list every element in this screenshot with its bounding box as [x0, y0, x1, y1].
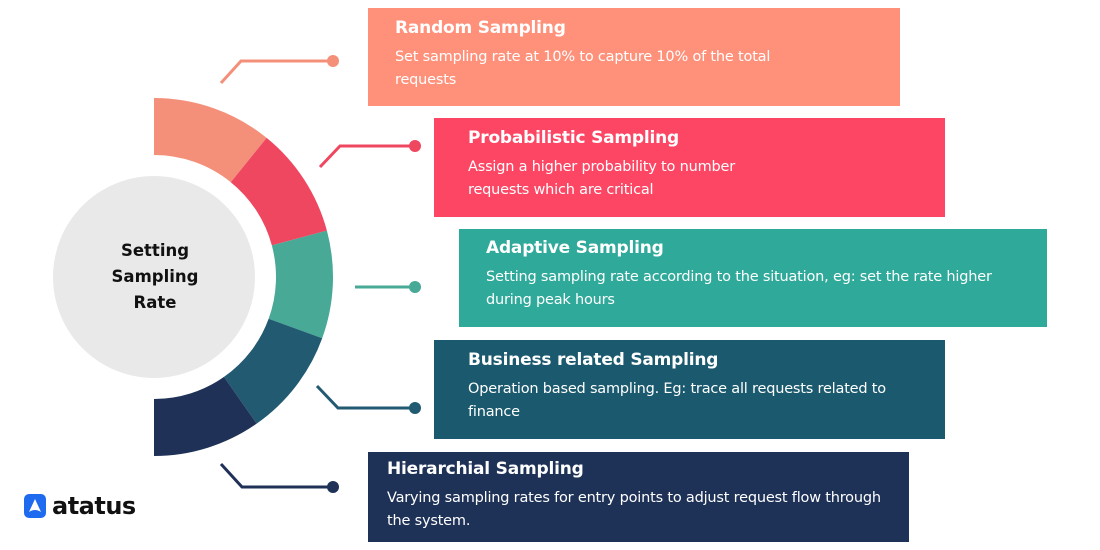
connector-line	[219, 462, 333, 489]
card-description: Assign a higher probability to number re…	[468, 159, 735, 198]
card-title: Business related Sampling	[468, 350, 719, 370]
center-circle	[53, 176, 255, 378]
card-adaptive-sampling: Adaptive Sampling Setting sampling rate …	[459, 229, 1047, 327]
ring-segment	[154, 376, 257, 456]
logo-text: atatus	[52, 492, 136, 520]
card-description: Set sampling rate at 10% to capture 10% …	[395, 49, 771, 88]
atatus-logo: atatus	[24, 492, 136, 520]
card-title: Hierarchial Sampling	[387, 459, 584, 479]
connector-dot	[409, 140, 421, 152]
connector-dot	[409, 402, 421, 414]
card-title: Random Sampling	[395, 18, 566, 38]
card-probabilistic-sampling: Probabilistic Sampling Assign a higher p…	[434, 118, 945, 217]
card-business-related-sampling: Business related Sampling Operation base…	[434, 340, 945, 439]
card-random-sampling: Random Sampling Set sampling rate at 10%…	[368, 8, 900, 106]
ring-segment	[230, 137, 327, 246]
ring-segment	[223, 318, 323, 424]
center-line: Rate	[133, 293, 177, 312]
atatus-logo-icon	[24, 494, 46, 518]
card-description: Varying sampling rates for entry points …	[387, 490, 881, 529]
card-title: Adaptive Sampling	[486, 238, 664, 258]
connector-dot	[409, 281, 421, 293]
connector-dot	[327, 481, 339, 493]
card-hierarchial-sampling: Hierarchial Sampling Varying sampling ra…	[368, 452, 909, 542]
connector-line	[315, 384, 415, 410]
card-description: Setting sampling rate according to the s…	[486, 269, 992, 308]
ring-segment	[154, 98, 267, 183]
center-line: Setting	[120, 241, 190, 260]
center-label: Setting Sampling Rate	[54, 176, 256, 378]
card-description: Operation based sampling. Eg: trace all …	[468, 381, 886, 420]
connector-line	[318, 144, 415, 169]
center-line: Sampling	[111, 267, 199, 286]
card-title: Probabilistic Sampling	[468, 128, 680, 148]
connector-line	[219, 59, 333, 85]
connector-dot	[327, 55, 339, 67]
ring-segment	[268, 230, 333, 339]
